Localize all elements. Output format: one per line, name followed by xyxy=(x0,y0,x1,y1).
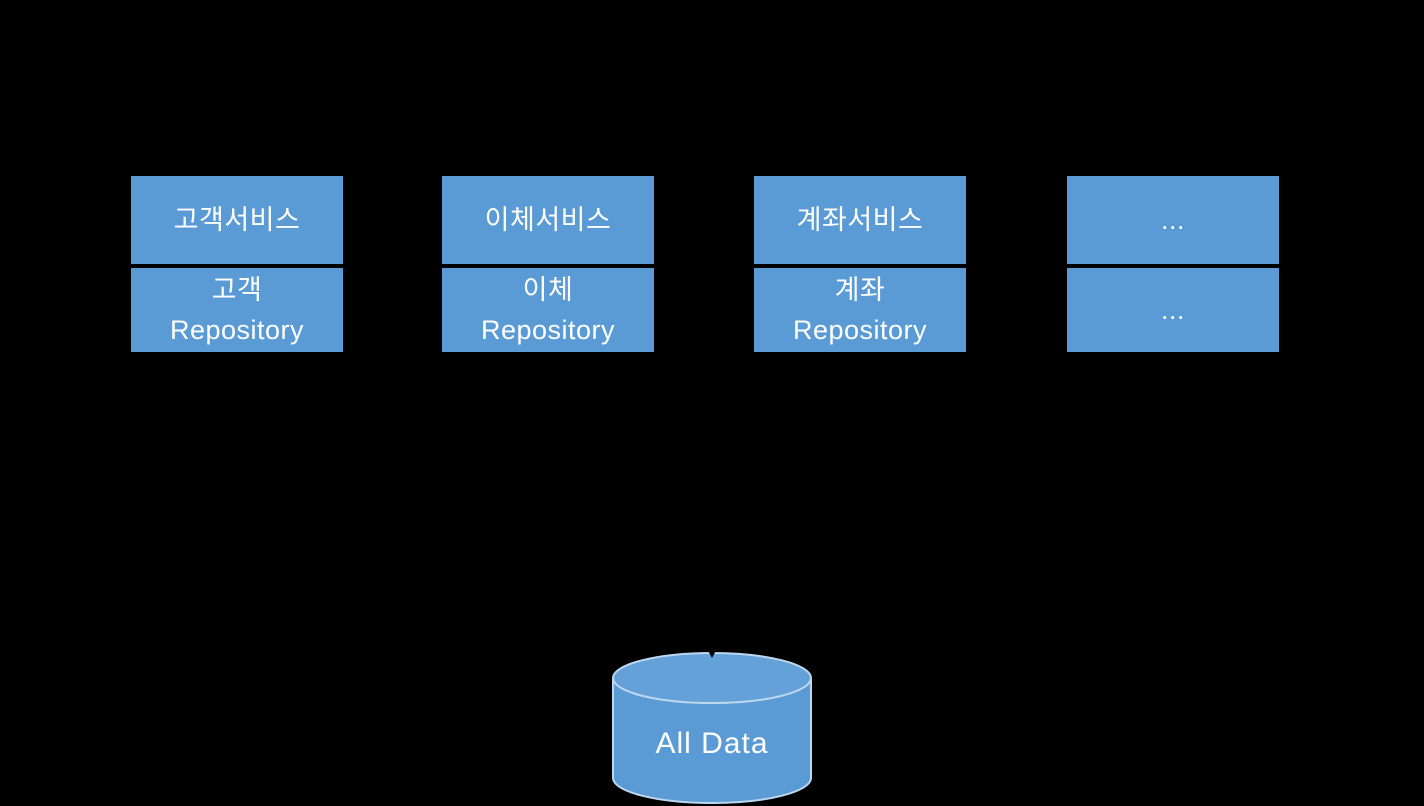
repository-label-line2: Repository xyxy=(792,315,928,345)
service-label: 계좌서비스 xyxy=(796,205,924,235)
service-group-customer: 고객서비스 고객 Repository xyxy=(131,176,343,352)
service-box-customer: 고객서비스 xyxy=(131,176,343,264)
repository-label-line2: Repository xyxy=(169,315,305,345)
service-box-more: ... xyxy=(1067,176,1279,264)
service-group-transfer: 이체서비스 이체 Repository xyxy=(442,176,654,352)
service-group-account: 계좌서비스 계좌 Repository xyxy=(754,176,966,352)
service-label: 고객서비스 xyxy=(173,205,301,235)
repository-label-line2: Repository xyxy=(480,315,616,345)
database-cylinder: All Data xyxy=(611,651,813,806)
repository-label-line1: 이체 xyxy=(522,275,574,305)
database-label: All Data xyxy=(655,727,769,760)
service-label: ... xyxy=(1160,205,1185,235)
repository-box-transfer: 이체 Repository xyxy=(442,268,654,352)
repository-label-line1: 계좌 xyxy=(834,275,886,305)
repository-box-account: 계좌 Repository xyxy=(754,268,966,352)
repository-box-more: ... xyxy=(1067,268,1279,352)
connector-arrowhead-icon xyxy=(705,645,719,658)
service-box-account: 계좌서비스 xyxy=(754,176,966,264)
service-box-transfer: 이체서비스 xyxy=(442,176,654,264)
service-label: 이체서비스 xyxy=(484,205,612,235)
service-group-more: ... ... xyxy=(1067,176,1279,352)
repository-label-line1: 고객 xyxy=(211,275,263,305)
repository-label-line1: ... xyxy=(1160,295,1185,325)
repository-box-customer: 고객 Repository xyxy=(131,268,343,352)
